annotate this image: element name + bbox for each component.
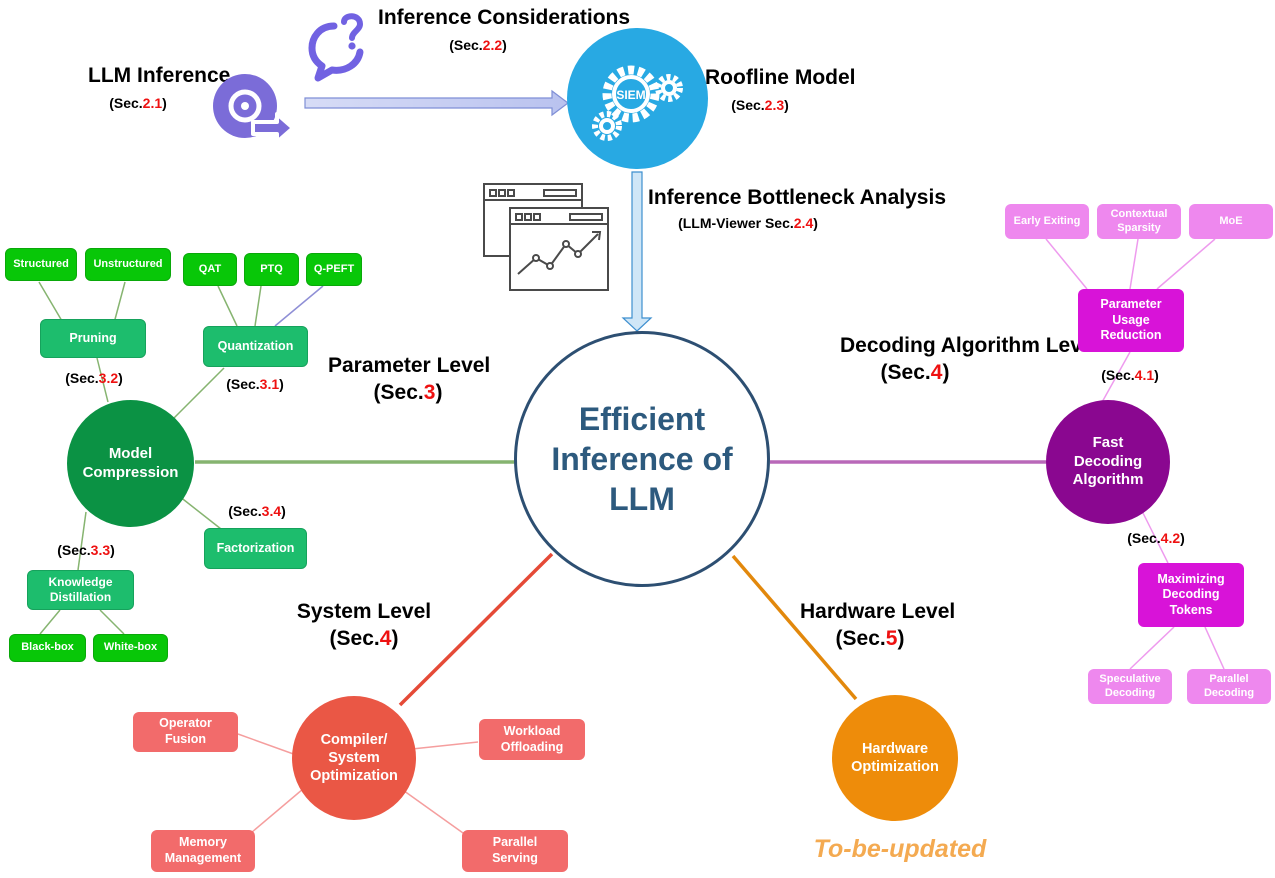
unstructured-box: Unstructured — [85, 248, 171, 281]
memory-management-box: Memory Management — [151, 830, 255, 872]
disc-export-icon — [213, 74, 295, 144]
moe-box: MoE — [1189, 204, 1273, 239]
quantization-box: Quantization — [203, 326, 308, 367]
chat-question-icon — [308, 13, 364, 82]
fast-decoding-node: Fast Decoding Algorithm — [1046, 400, 1170, 524]
fast-decoding-label: Fast Decoding Algorithm — [1072, 433, 1144, 489]
pruning-box: Pruning — [40, 319, 146, 358]
max-decoding-box: Maximizing Decoding Tokens — [1138, 563, 1244, 627]
system-level-label: System Level (Sec.4) — [294, 600, 434, 652]
branch-hardware — [731, 554, 858, 701]
parameter-level-label: Parameter Level (Sec.3) — [328, 354, 491, 406]
max-decoding-sec: (Sec.4.2) — [1127, 530, 1185, 546]
param-usage-sec: (Sec.4.1) — [1101, 367, 1159, 383]
hardware-node: Hardware Optimization — [832, 695, 958, 821]
black-box-box: Black-box — [9, 634, 86, 662]
roofline-title: Roofline Model — [705, 66, 856, 89]
qpeft-box: Q-PEFT — [306, 253, 362, 286]
model-compression-label: Model Compression — [82, 444, 179, 481]
llm-inference-label: LLM Inference (Sec.2.1) — [88, 64, 231, 111]
early-exiting-box: Early Exiting — [1005, 204, 1089, 239]
contextual-sparsity-box: Contextual Sparsity — [1097, 204, 1181, 239]
speculative-decoding-box: Speculative Decoding — [1088, 669, 1172, 704]
decoding-level-title: Decoding Algorithm Level — [840, 334, 1100, 357]
llm-inference-sec: (Sec.2.1) — [109, 94, 167, 111]
compiler-node: Compiler/ System Optimization — [292, 696, 416, 820]
hardware-label: Hardware Optimization — [851, 740, 939, 775]
system-level-sec: (Sec.4) — [329, 626, 399, 650]
hardware-level-title: Hardware Level — [800, 600, 956, 623]
parallel-serving-box: Parallel Serving — [462, 830, 568, 872]
hardware-level-sec: (Sec.5) — [835, 626, 905, 650]
ptq-box: PTQ — [244, 253, 299, 286]
parallel-decoding-box: Parallel Decoding — [1187, 669, 1271, 704]
parameter-level-title: Parameter Level — [328, 354, 491, 377]
qat-box: QAT — [183, 253, 237, 286]
roofline-label: Roofline Model (Sec.2.3) — [705, 66, 856, 113]
bottleneck-sec: (LLM-Viewer Sec.2.4) — [678, 214, 818, 231]
to-be-updated-note: To-be-updated — [813, 835, 987, 863]
analytics-chart-icon — [483, 183, 609, 291]
branch-system — [398, 552, 554, 707]
workload-offloading-box: Workload Offloading — [479, 719, 585, 760]
decoding-level-sec: (Sec.4) — [880, 360, 950, 384]
arrow-roofline-to-center — [621, 171, 653, 332]
llm-inference-title: LLM Inference — [88, 64, 231, 87]
arrow-llm-to-roofline — [304, 89, 569, 117]
operator-fusion-box: Operator Fusion — [133, 712, 238, 752]
considerations-sec: (Sec.2.2) — [449, 36, 507, 53]
model-compression-node: Model Compression — [67, 400, 194, 527]
gear-cluster-icon: SIEM — [591, 65, 683, 141]
decoding-level-label: Decoding Algorithm Level (Sec.4) — [840, 334, 1100, 386]
structured-box: Structured — [5, 248, 77, 281]
system-level-title: System Level — [296, 600, 432, 623]
distillation-box: Knowledge Distillation — [27, 570, 134, 610]
factorization-sec: (Sec.3.4) — [228, 503, 286, 519]
distillation-sec: (Sec.3.3) — [57, 542, 115, 558]
bottleneck-label: Inference Bottleneck Analysis (LLM-Viewe… — [648, 186, 946, 231]
roofline-sec: (Sec.2.3) — [731, 96, 789, 113]
quantization-sec: (Sec.3.1) — [226, 376, 284, 392]
bottleneck-title: Inference Bottleneck Analysis — [648, 186, 946, 209]
considerations-label: Inference Considerations (Sec.2.2) — [378, 6, 631, 53]
factorization-box: Factorization — [204, 528, 307, 569]
roofline-node: SIEM — [567, 28, 708, 169]
compiler-label: Compiler/ System Optimization — [310, 731, 398, 785]
considerations-title: Inference Considerations — [378, 6, 631, 29]
hardware-level-label: Hardware Level (Sec.5) — [800, 600, 956, 652]
white-box-box: White-box — [93, 634, 168, 662]
pruning-sec: (Sec.3.2) — [65, 370, 123, 386]
parameter-level-sec: (Sec.3) — [373, 380, 443, 404]
gear-text: SIEM — [616, 88, 645, 102]
param-usage-box: Parameter Usage Reduction — [1078, 289, 1184, 352]
center-title: Efficient Inference of LLM — [551, 401, 733, 517]
center-node: Efficient Inference of LLM — [514, 331, 770, 587]
